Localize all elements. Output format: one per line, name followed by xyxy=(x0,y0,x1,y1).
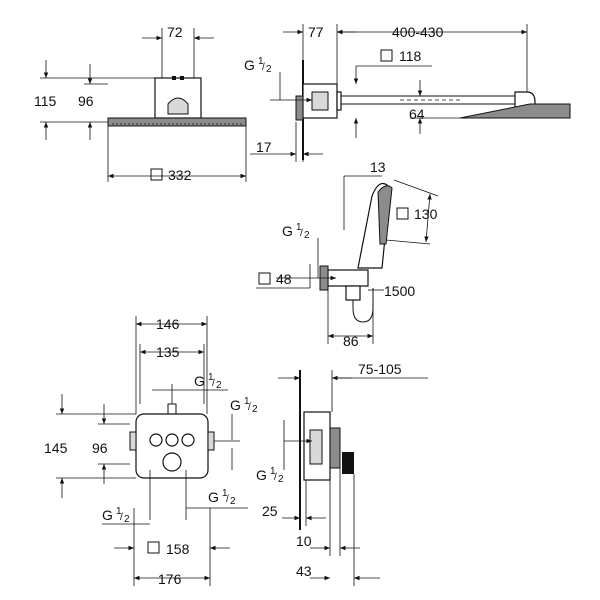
thread-num: 1 xyxy=(222,488,228,499)
dim-176-label: 176 xyxy=(158,571,182,587)
valve-body xyxy=(311,91,329,111)
square-symbol xyxy=(150,168,163,181)
square-symbol xyxy=(396,207,409,220)
box-side-plate xyxy=(329,427,341,469)
thread-num: 1 xyxy=(116,506,122,517)
box-side-knob xyxy=(342,452,354,474)
wall-flange xyxy=(295,95,304,121)
dim-96-label: 96 xyxy=(92,440,108,456)
thread-label: G xyxy=(244,57,255,73)
square-symbol xyxy=(380,49,393,62)
square-symbol xyxy=(258,272,271,285)
square-symbol xyxy=(147,541,160,554)
thread-den: 2 xyxy=(266,64,272,75)
head-plate-side xyxy=(459,103,571,119)
dim-118-label: 118 xyxy=(399,48,422,64)
dim-72-label: 72 xyxy=(167,24,183,40)
head-plate xyxy=(107,117,247,127)
thread-num: 1 xyxy=(208,372,214,383)
thread-label-bottom-right: G xyxy=(208,489,219,505)
dim-48-label: 48 xyxy=(276,271,292,287)
dim-115-label: 115 xyxy=(34,93,57,109)
thread-slash: / xyxy=(300,228,303,239)
thread-den: 2 xyxy=(216,380,222,391)
thread-label: G xyxy=(256,467,267,483)
bracket xyxy=(345,285,361,301)
wall-plate xyxy=(336,91,342,111)
thread-slash: / xyxy=(212,378,215,389)
thread-slash: / xyxy=(120,512,123,523)
thread-slash: / xyxy=(226,494,229,505)
valve-3 xyxy=(181,433,195,447)
main-valve xyxy=(162,452,182,472)
dim-13-label: 13 xyxy=(370,159,386,175)
box-side-valve xyxy=(309,429,323,465)
dim-332-label: 332 xyxy=(168,167,192,183)
head-shower-front-view: 72 115 96 332 xyxy=(34,24,247,183)
dim-96-label: 96 xyxy=(78,93,94,109)
hand-shower-view: 13 130 G 1 / 2 48 1500 86 xyxy=(256,159,439,349)
thread-den: 2 xyxy=(124,514,130,525)
thread-label-bottom-left: G xyxy=(102,507,113,523)
thread-slash: / xyxy=(248,402,251,413)
thread-den: 2 xyxy=(230,496,236,507)
dim-75-105-label: 75-105 xyxy=(358,361,402,377)
concealed-box-front-view: 146 135 G 1 / 2 G 1 / 2 145 96 G 1 / 2 G… xyxy=(44,316,258,587)
dim-25-label: 25 xyxy=(262,503,278,519)
hand-shower-spray-face xyxy=(377,185,393,245)
ext-line xyxy=(385,239,431,245)
dim-146-label: 146 xyxy=(156,316,180,332)
concealed-box-side-view: 75-105 G 1 / 2 25 10 43 xyxy=(256,361,428,586)
dim-130-label: 130 xyxy=(414,206,438,222)
hose xyxy=(352,288,374,323)
thread-num: 1 xyxy=(296,222,302,233)
dim-line xyxy=(424,193,432,243)
dim-400-430-label: 400-430 xyxy=(392,24,444,40)
thread-slash: / xyxy=(262,62,265,73)
head-shower-side-view: 77 400-430 G 1 / 2 118 64 17 xyxy=(244,24,571,162)
head-connector-dome xyxy=(167,97,189,115)
thread-label-right: G xyxy=(230,397,241,413)
thread-label-top: G xyxy=(194,373,205,389)
valve-2 xyxy=(165,433,179,447)
box-left-inlet xyxy=(129,431,137,451)
valve-1 xyxy=(149,433,163,447)
thread-label: G xyxy=(282,223,293,239)
thread-slash: / xyxy=(274,472,277,483)
dim-1500-label: 1500 xyxy=(384,283,415,299)
dim-43-label: 43 xyxy=(296,563,312,579)
box-top-inlet xyxy=(167,403,177,415)
ext-line xyxy=(393,179,439,197)
dim-77-label: 77 xyxy=(308,24,324,40)
head-connector-port-2 xyxy=(180,76,184,80)
thread-num: 1 xyxy=(270,466,276,477)
thread-num: 1 xyxy=(258,56,264,67)
head-connector-port-1 xyxy=(172,76,176,80)
dim-64-label: 64 xyxy=(409,106,425,122)
thread-den: 2 xyxy=(252,404,258,415)
thread-num: 1 xyxy=(244,396,250,407)
box-right-inlet xyxy=(207,431,215,451)
dim-17-label: 17 xyxy=(256,139,272,155)
thread-den: 2 xyxy=(304,230,310,241)
dim-86-label: 86 xyxy=(343,333,359,349)
dim-158-label: 158 xyxy=(166,541,190,557)
dim-135-label: 135 xyxy=(156,344,180,360)
thread-den: 2 xyxy=(278,474,284,485)
dim-10-label: 10 xyxy=(296,533,312,549)
dim-145-label: 145 xyxy=(44,440,68,456)
